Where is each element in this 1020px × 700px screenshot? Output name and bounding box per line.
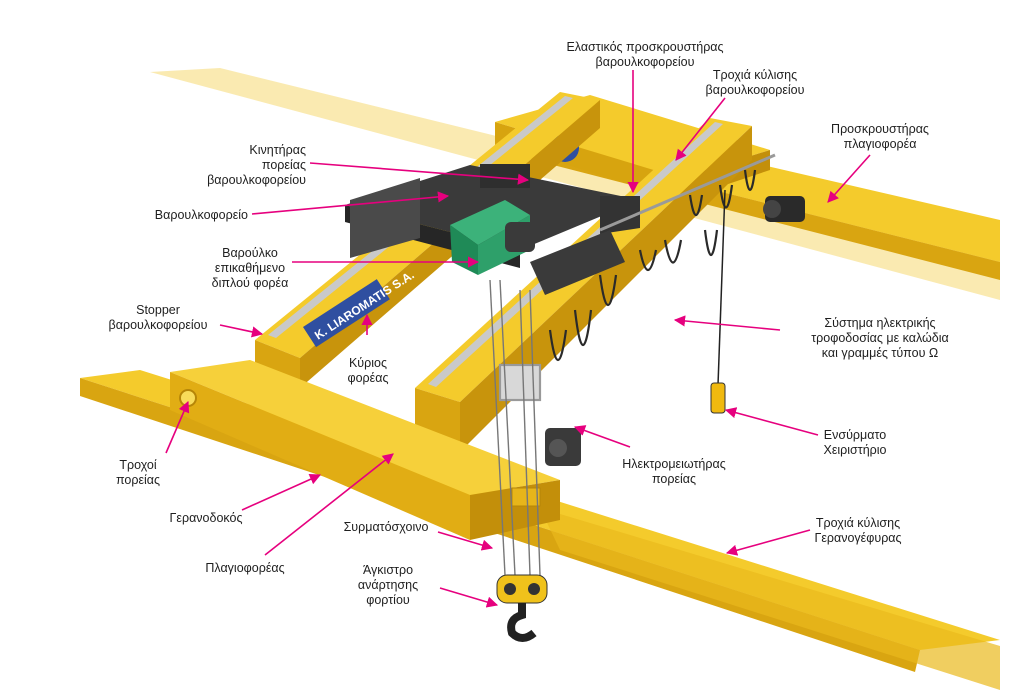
- geared-motor: [545, 428, 581, 466]
- pointer-arrows: [165, 70, 871, 608]
- label-runway-rail: Τροχιά κύλισης Γερανογέφυρας: [814, 516, 902, 545]
- label-wire-rope: Συρματόσχοινο: [343, 520, 429, 534]
- label-end-carriage: Πλαγιοφορέας: [205, 561, 285, 575]
- label-main-girder: Κύριος φορέας: [347, 356, 389, 385]
- label-trolley-motor: Κινητήρας πορείας βαρουλκοφορείου: [207, 143, 306, 187]
- label-trolley-stopper: Stopper βαρουλκοφορείου: [108, 303, 208, 332]
- label-trolley-buffer: Ελαστικός προσκρουστήρας βαρουλκοφορείου: [566, 40, 724, 69]
- label-trolley-rail: Τροχιά κύλισης βαρουλκοφορείου: [705, 68, 805, 97]
- end-carriage-front: [170, 360, 560, 540]
- label-travel-wheels: Τροχοί πορείας: [115, 458, 161, 487]
- label-festoon-system: Σύστημα ηλεκτρικής τροφοδοσίας με καλώδι…: [811, 316, 949, 360]
- label-hoist: Βαρούλκο επικαθήμενο διπλού φορέα: [211, 246, 289, 290]
- pendant-controller: [710, 189, 726, 414]
- hook-block: [489, 279, 548, 642]
- label-crane-girder: Γερανοδοκός: [169, 511, 243, 525]
- label-hook: Άγκιστρο ανάρτησης φορτίου: [357, 563, 419, 607]
- label-endcarriage-buffer: Προσκρουστήρας πλαγιοφορέα: [831, 122, 929, 151]
- label-pendant: Ενσύρματο Χειριστήριο: [823, 428, 887, 457]
- label-geared-motor: Ηλεκτρομειωτήρας πορείας: [622, 457, 726, 486]
- label-trolley: Βαρουλκοφορείο: [154, 208, 248, 222]
